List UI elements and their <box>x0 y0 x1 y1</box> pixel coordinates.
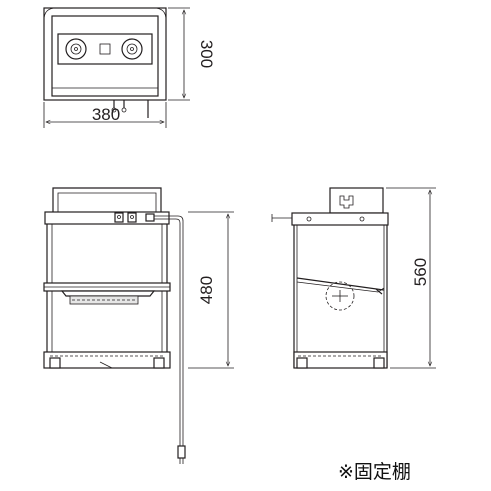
front-view <box>43 187 234 464</box>
dim-top-width: 380 <box>92 105 120 124</box>
dim-front-height: 480 <box>197 276 216 304</box>
dim-side-height: 560 <box>411 258 430 286</box>
top-view <box>43 7 190 128</box>
fixed-shelf-note: ※固定棚 <box>338 461 411 483</box>
side-view <box>271 187 436 369</box>
burner-right <box>121 38 143 60</box>
dim-top-depth: 300 <box>197 40 216 68</box>
burner-left <box>65 38 87 60</box>
